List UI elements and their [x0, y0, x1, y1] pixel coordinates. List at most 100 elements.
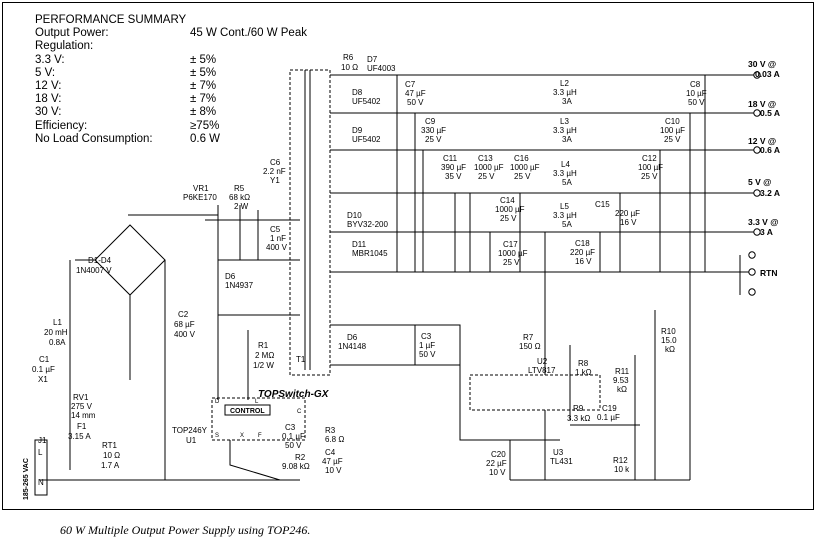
l1-current: 0.8A	[49, 338, 66, 347]
l2-current: 3A	[562, 97, 572, 106]
r12-ref: R12	[613, 456, 628, 465]
r5-ref: R5	[234, 184, 245, 193]
ic-brand: TOPSwitch-GX	[258, 389, 330, 400]
d7-part: UF4003	[367, 64, 396, 73]
rv1-ref: RV1	[73, 393, 89, 402]
perf-value: ± 8%	[190, 106, 217, 119]
l4-value: 3.3 µH	[553, 169, 577, 178]
l5-value: 3.3 µH	[553, 211, 577, 220]
c3-voltage: 50 V	[419, 350, 436, 359]
ic-pin-s: S	[215, 433, 219, 439]
r11-ref: R11	[615, 367, 630, 376]
c1-value: 0.1 µF	[32, 365, 55, 374]
r5-power: 2 W	[234, 202, 249, 211]
perf-label: Efficiency:	[35, 119, 88, 132]
perf-value: ± 5%	[190, 53, 217, 66]
c1-ref: C1	[39, 355, 50, 364]
c7-voltage: 50 V	[407, 98, 424, 107]
l4-ref: L4	[561, 160, 570, 169]
d8-ref: D8	[352, 88, 363, 97]
l5-current: 5A	[562, 220, 572, 229]
d7-ref: D7	[367, 55, 378, 64]
perf-row: 18 V:± 7%	[35, 93, 216, 106]
c4-voltage: 10 V	[325, 466, 342, 475]
t1-ref: T1	[296, 355, 306, 364]
perf-value: ± 7%	[190, 79, 217, 92]
c15-value: 220 µF	[615, 209, 640, 218]
d6b-part: 1N4148	[338, 342, 367, 351]
r8-ref: R8	[578, 359, 589, 368]
r2-ref: R2	[295, 453, 306, 462]
rv1-size: 14 mm	[71, 411, 96, 420]
perf-value: ± 5%	[190, 66, 217, 79]
c7-value: 47 µF	[405, 89, 426, 98]
r9-ref: R9	[573, 404, 584, 413]
schematic-frame	[2, 2, 814, 510]
d6-ref: D6	[225, 272, 236, 281]
c17-voltage: 25 V	[503, 258, 520, 267]
component-labels: R6 10 Ω D7 UF4003 C7 47 µF 50 V L2 3.3 µ…	[32, 53, 707, 477]
l1-value: 20 mH	[44, 328, 68, 337]
c4-value: 47 µF	[322, 457, 343, 466]
c13-ref: C13	[478, 154, 493, 163]
ic-pin-l: L	[255, 399, 259, 405]
perf-row: 30 V:± 8%	[35, 106, 216, 119]
perf-label: 12 V:	[35, 79, 62, 92]
c19-ref: C19	[602, 404, 617, 413]
c9-value: 330 µF	[421, 126, 446, 135]
c3-value: 1 µF	[419, 341, 435, 350]
perf-label: Regulation:	[35, 40, 94, 53]
c5-ref: C5	[270, 225, 281, 234]
c10-ref: C10	[665, 117, 680, 126]
perf-label: No Load Consumption:	[35, 132, 153, 145]
l1-ref: L1	[53, 318, 62, 327]
c5-value: 1 nF	[270, 234, 286, 243]
c15-voltage: 16 V	[620, 218, 637, 227]
c4-ref: C4	[325, 448, 336, 457]
c5-voltage: 400 V	[266, 243, 288, 252]
d11-ref: D11	[352, 240, 367, 249]
d10-ref: D10	[347, 211, 362, 220]
c11-ref: C11	[443, 154, 458, 163]
ic-labels: TOPSwitch-GX CONTROL D L S X F C	[215, 389, 330, 439]
c13-value: 1000 µF	[474, 163, 504, 172]
c10-value: 100 µF	[660, 126, 685, 135]
perf-label: 3.3 V:	[35, 53, 65, 66]
r10-unit: kΩ	[665, 345, 675, 354]
rt1-current: 1.7 A	[101, 461, 120, 470]
perf-row: Output Power:45 W Cont./60 W Peak	[35, 27, 307, 40]
output-3v3-label: 3.3 V @	[748, 217, 779, 227]
l3-ref: L3	[560, 117, 569, 126]
c18-value: 220 µF	[570, 248, 595, 257]
perf-row: 5 V:± 5%	[35, 67, 216, 80]
perf-row: Efficiency:≥75%	[35, 119, 219, 133]
output-18v-current: 0.5 A	[760, 108, 780, 118]
c18-voltage: 16 V	[575, 257, 592, 266]
c16-value: 1000 µF	[510, 163, 540, 172]
r3-value: 6.8 Ω	[325, 435, 344, 444]
d10-part: BYV32-200	[347, 220, 388, 229]
d8-part: UF5402	[352, 97, 381, 106]
d6-part: 1N4937	[225, 281, 254, 290]
output-18v-label: 18 V @	[748, 99, 776, 109]
l5-ref: L5	[560, 202, 569, 211]
r2-value: 9.08 kΩ	[282, 462, 310, 471]
ic-pin-f: F	[258, 433, 262, 439]
f1-rating: 3.15 A	[68, 432, 91, 441]
vr1-part: P6KE170	[183, 193, 217, 202]
c16-ref: C16	[514, 154, 529, 163]
u2-ref: U2	[537, 357, 548, 366]
l4-current: 5A	[562, 178, 572, 187]
mains-connector: 185-265 VAC L N	[23, 439, 48, 500]
perf-row: 12 V: ± 7%	[35, 79, 216, 93]
u1-ref: U1	[186, 436, 197, 445]
c9-voltage: 25 V	[425, 135, 442, 144]
perf-value: 45 W Cont./60 W Peak	[190, 27, 307, 40]
c6-value: 2.2 nF	[263, 167, 286, 176]
c7-ref: C7	[405, 80, 416, 89]
r8-value: 1 kΩ	[575, 368, 592, 377]
u2-part: LTV817	[528, 366, 556, 375]
l2-value: 3.3 µH	[553, 88, 577, 97]
output-12v-current: 0.6 A	[760, 145, 780, 155]
